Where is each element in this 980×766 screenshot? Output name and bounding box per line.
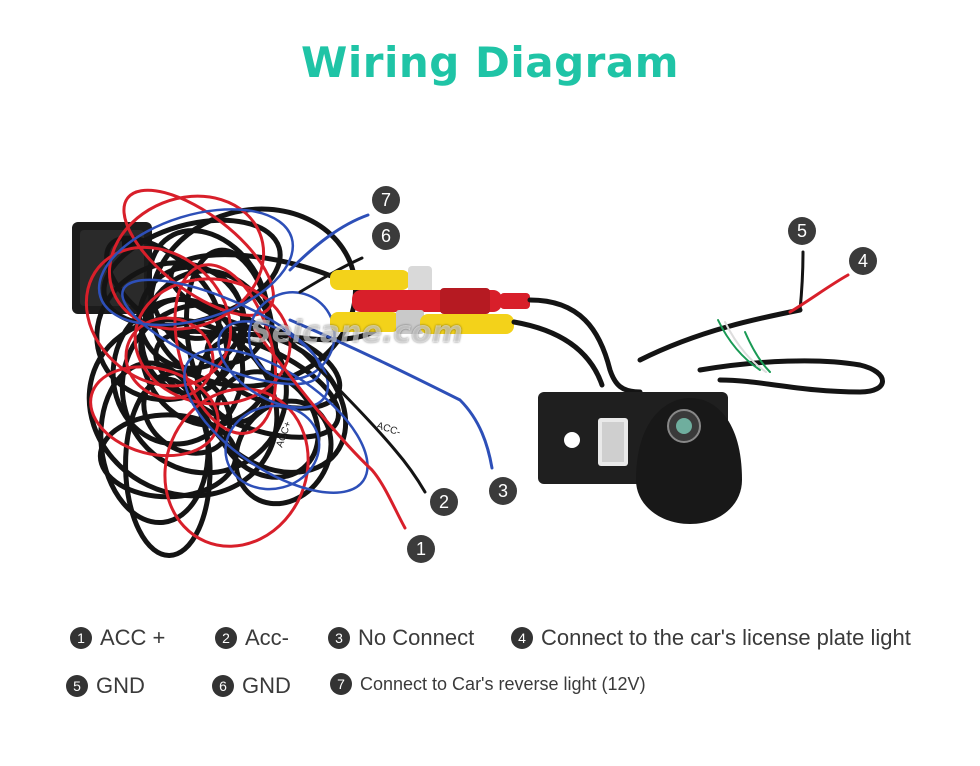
legend-num: 2 <box>215 627 237 649</box>
legend-text: ACC + <box>100 625 166 650</box>
harness-coil <box>173 263 278 435</box>
harness-coil <box>141 370 233 456</box>
callout-4: 4 <box>849 247 877 275</box>
legend-item-6: 6 GND <box>212 673 291 699</box>
wire-no-connect <box>288 318 494 470</box>
legend-item-4: 4 Connect to the car's license plate lig… <box>511 625 911 651</box>
legend-item-2: 2 Acc- <box>215 625 289 651</box>
legend-num: 5 <box>66 675 88 697</box>
harness-coil <box>89 365 220 458</box>
legend-num: 4 <box>511 627 533 649</box>
harness-coil <box>124 316 215 400</box>
page-title: Wiring Diagram <box>301 38 679 87</box>
callout-6: 6 <box>372 222 400 250</box>
legend-text: Acc- <box>245 625 289 650</box>
callout-7: 7 <box>372 186 400 214</box>
wire-acc-plus <box>253 328 407 530</box>
loose-wires <box>253 213 494 530</box>
harness-coil <box>97 208 295 327</box>
legend-num: 1 <box>70 627 92 649</box>
legend-item-1: 1 ACC + <box>70 625 165 651</box>
harness-coil <box>121 278 322 386</box>
legend-text: GND <box>242 673 291 698</box>
harness-coil <box>139 296 230 396</box>
harness-coil <box>107 194 266 331</box>
harness-coil <box>217 320 330 409</box>
callout-3: 3 <box>489 477 517 505</box>
wire-acc-minus <box>278 328 427 494</box>
camera-cables <box>511 297 885 395</box>
camera-body <box>538 392 742 524</box>
legend-text: Connect to Car's reverse light (12V) <box>360 673 646 694</box>
callout-1: 1 <box>407 535 435 563</box>
wire-label-acc-minus: ACC- <box>375 420 402 438</box>
harness-coil <box>163 387 310 548</box>
harness-coil <box>123 376 213 558</box>
harness-coil <box>213 369 321 480</box>
legend-text: GND <box>96 673 145 698</box>
legend-item-5: 5 GND <box>66 673 145 699</box>
wire-gnd-5 <box>798 250 805 312</box>
harness-coil <box>183 348 369 494</box>
legend-num: 3 <box>328 627 350 649</box>
wire-license-4 <box>788 273 850 314</box>
callout-2: 2 <box>430 488 458 516</box>
watermark: Seicane.com <box>250 315 464 350</box>
camera-side-wires <box>717 250 850 373</box>
legend-item-7: 7 Connect to Car's reverse light (12V) <box>330 673 646 695</box>
legend-text: Connect to the car's license plate light <box>541 625 911 650</box>
legend-num: 6 <box>212 675 234 697</box>
legend-item-3: 3 No Connect <box>328 625 474 651</box>
legend-num: 7 <box>330 673 352 695</box>
wire-reverse-7 <box>288 213 370 272</box>
legend-text: No Connect <box>358 625 475 650</box>
harness-coil <box>247 291 336 381</box>
harness-coil <box>224 404 321 491</box>
rca-connectors <box>330 266 530 334</box>
wire-gnd-6 <box>298 256 364 294</box>
callout-5: 5 <box>788 217 816 245</box>
